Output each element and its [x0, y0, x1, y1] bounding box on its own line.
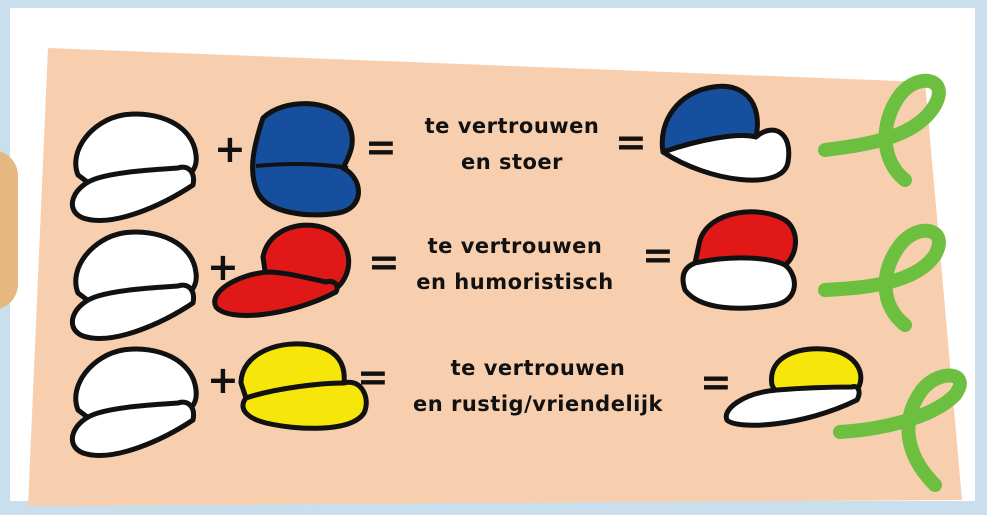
red-white-cap-icon: [680, 209, 798, 311]
description-row3: te vertrouwen en rustig/vriendelijk: [398, 350, 678, 422]
equals-sign-row2-right: =: [642, 233, 674, 277]
description-row3-line2: en rustig/vriendelijk: [412, 392, 664, 416]
description-row2-line2: en humoristisch: [416, 270, 614, 294]
blue-cap-icon: [250, 101, 361, 218]
yellow-white-cap-icon: [723, 346, 864, 428]
ribbon-icon-row3: [833, 368, 967, 492]
red-cap-icon: [212, 222, 352, 318]
description-row2-line1: te vertrouwen: [427, 234, 603, 258]
equals-sign-row1-right: =: [615, 120, 647, 164]
description-row1-line2: en stoer: [460, 150, 564, 174]
white-cap-icon-row2: [69, 229, 199, 341]
description-row2: te vertrouwen en humoristisch: [385, 228, 645, 300]
plus-sign-row2: +: [207, 245, 239, 289]
description-row1-line1: te vertrouwen: [424, 114, 600, 138]
equals-sign-row3: =: [357, 355, 389, 399]
blue-white-cap-icon: [659, 83, 792, 183]
frame-top: [0, 0, 987, 8]
white-cap-icon-row1: [69, 111, 199, 223]
ribbon-icon-row1: [818, 73, 946, 187]
ribbon-icon-row2: [818, 223, 946, 332]
equals-sign-row1: =: [365, 125, 397, 169]
side-decoration: [0, 150, 18, 310]
equals-sign-row3-right: =: [700, 360, 732, 404]
equals-sign-row2: =: [368, 240, 400, 284]
description-row1: te vertrouwen en stoer: [382, 108, 642, 180]
yellow-cap-icon: [238, 341, 369, 431]
plus-sign-row3: +: [207, 358, 239, 402]
plus-sign-row1: +: [214, 127, 246, 171]
frame-right: [975, 0, 987, 515]
description-row3-line1: te vertrouwen: [450, 356, 626, 380]
white-cap-icon-row3: [69, 346, 199, 458]
